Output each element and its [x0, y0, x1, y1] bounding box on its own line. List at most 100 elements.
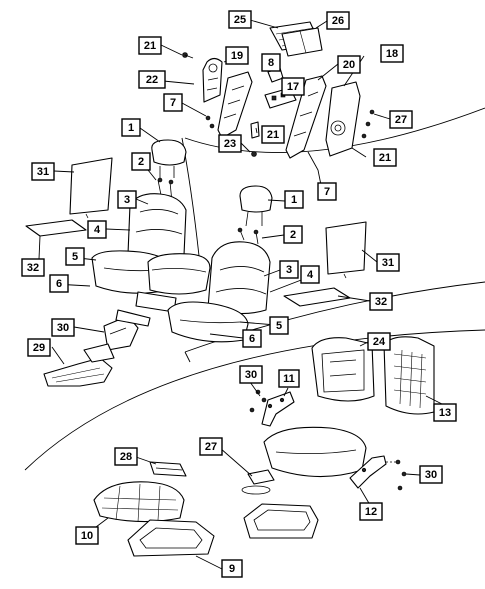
head-restraint-right: [239, 185, 273, 227]
callout-16: 20: [337, 55, 361, 74]
callout-26: 28: [114, 447, 138, 466]
svg-text:2: 2: [290, 229, 296, 241]
part-7-screws: [205, 115, 215, 129]
svg-text:3: 3: [124, 194, 130, 206]
callout-20: 23: [218, 134, 242, 153]
callout-14: 18: [380, 44, 404, 63]
svg-text:28: 28: [120, 451, 132, 463]
callout-13: 13: [433, 403, 457, 422]
callout-5-left: 5: [65, 247, 85, 266]
svg-text:5: 5: [276, 320, 282, 332]
part-10-cushion-foam: [93, 481, 185, 523]
svg-text:29: 29: [33, 342, 45, 354]
part-23-24-panels: [269, 21, 323, 57]
callout-15: 19: [225, 46, 249, 65]
part-9-seat-frame: [127, 519, 215, 557]
svg-text:13: 13: [439, 407, 451, 419]
callout-6-left: 6: [49, 274, 69, 293]
callout-18: 21: [261, 125, 285, 144]
lower-seat-pan: [243, 503, 319, 539]
part-11-bracket: [261, 391, 295, 427]
svg-text:32: 32: [27, 262, 39, 274]
part-13-back-panel-rear: [383, 336, 435, 415]
svg-text:32: 32: [375, 296, 387, 308]
head-restraint-left: [151, 139, 187, 178]
callout-7-right: 7: [317, 182, 337, 201]
part-15-side-shield: [202, 57, 223, 103]
svg-text:22: 22: [146, 74, 158, 86]
svg-text:6: 6: [56, 278, 62, 290]
part-29-bezel: [103, 309, 151, 351]
callout-3-left: 3: [117, 190, 137, 209]
callout-9: 9: [221, 559, 243, 578]
svg-text:4: 4: [94, 224, 101, 236]
part-16-recliner-bracket-right: [285, 75, 327, 159]
part-27-switch-plate: [241, 469, 275, 495]
svg-text:31: 31: [382, 257, 394, 269]
svg-text:7: 7: [324, 186, 330, 198]
callout-25: 27: [389, 110, 413, 129]
callout-4-left: 4: [87, 220, 107, 239]
part-recliner-bracket-left: [217, 71, 253, 139]
part-32-cushion-board-left: [25, 219, 87, 237]
part-14-outer-shield: [325, 81, 361, 157]
seat-cushion-right: [167, 301, 249, 343]
callout-32-left: 32: [21, 258, 45, 277]
callout-21-top: 21: [138, 36, 162, 55]
callout-30-left: 3030: [239, 365, 263, 384]
seat-back-right: [207, 241, 271, 315]
svg-text:1: 1: [128, 122, 134, 134]
part-28-duct: [43, 343, 115, 387]
part-12-bracket: [349, 455, 387, 489]
svg-text:26: 26: [332, 15, 344, 27]
svg-text:3: 3: [286, 264, 292, 276]
callout-32-right: 32: [369, 292, 393, 311]
svg-text:2: 2: [138, 156, 144, 168]
part-31-back-panel-right: [325, 221, 367, 279]
part-18-clip: [250, 121, 260, 157]
callout-31-left: 31: [31, 162, 55, 181]
svg-text:11: 11: [283, 373, 295, 385]
callout-29: 30: [51, 318, 75, 337]
svg-text:8: 8: [268, 57, 274, 69]
svg-text:24: 24: [373, 336, 386, 348]
callout-8: 8: [261, 53, 281, 72]
part-30-screws-left: [249, 389, 267, 413]
svg-text:4: 4: [307, 269, 314, 281]
callout-11: 11: [278, 369, 300, 388]
svg-text:20: 20: [343, 59, 355, 71]
callout-17: 2117: [281, 77, 305, 96]
part-21-screw-top: [182, 52, 194, 59]
svg-text:30: 30: [245, 369, 257, 381]
guide-sleeves-right: [237, 227, 259, 245]
svg-text:27: 27: [395, 114, 407, 126]
callout-30-right: 30: [419, 465, 443, 484]
lower-seat-cushion: [263, 426, 367, 478]
part-22-back-frame: [311, 337, 375, 402]
callout-1-right: 1: [284, 190, 304, 209]
callout-22: 24: [367, 332, 391, 351]
svg-text:21: 21: [267, 129, 279, 141]
part-32-cushion-board-right: [283, 287, 351, 307]
callout-6-right: 6: [242, 329, 262, 348]
part-26-trim-strip: [149, 461, 187, 477]
svg-text:17: 17: [287, 81, 299, 93]
svg-text:30: 30: [57, 322, 69, 334]
svg-text:31: 31: [37, 166, 49, 178]
svg-text:1: 1: [291, 194, 297, 206]
callout-24: 26: [326, 11, 350, 30]
part-30-screws-right: [386, 459, 407, 491]
callout-2-left: 2: [131, 152, 151, 171]
center-armrest-console: [135, 253, 211, 313]
part-31-back-panel-left: [69, 157, 113, 219]
svg-text:6: 6: [249, 333, 255, 345]
callout-2-right: 2: [283, 225, 303, 244]
svg-text:10: 10: [81, 530, 93, 542]
svg-text:27: 27: [205, 441, 217, 453]
svg-text:7: 7: [170, 97, 176, 109]
svg-text:30: 30: [425, 469, 437, 481]
svg-text:21: 21: [379, 152, 391, 164]
callout-4-right: 4: [300, 265, 320, 284]
callout-28: 29: [27, 338, 51, 357]
